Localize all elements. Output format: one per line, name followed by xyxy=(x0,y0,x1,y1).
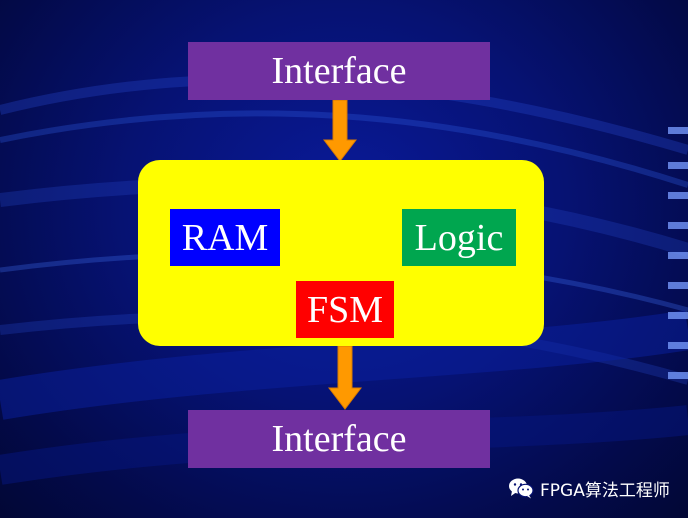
edge-dash xyxy=(668,252,688,259)
edge-dash xyxy=(668,192,688,199)
edge-dash xyxy=(668,312,688,319)
fsm-block: FSM xyxy=(296,281,394,338)
down-arrow-bottom xyxy=(328,346,362,410)
watermark-text: FPGA算法工程师 xyxy=(540,480,670,501)
edge-dash xyxy=(668,222,688,229)
wechat-icon xyxy=(509,478,534,499)
logic-block: Logic xyxy=(402,209,516,266)
watermark: FPGA算法工程师 xyxy=(508,474,670,502)
bottom-interface-box: Interface xyxy=(188,410,490,468)
edge-dash xyxy=(668,282,688,289)
top-interface-box: Interface xyxy=(188,42,490,100)
edge-dash xyxy=(668,162,688,169)
edge-dash xyxy=(668,127,688,134)
edge-dash xyxy=(668,372,688,379)
edge-dash xyxy=(668,342,688,349)
down-arrow-top xyxy=(323,100,357,162)
ram-block: RAM xyxy=(170,209,280,266)
